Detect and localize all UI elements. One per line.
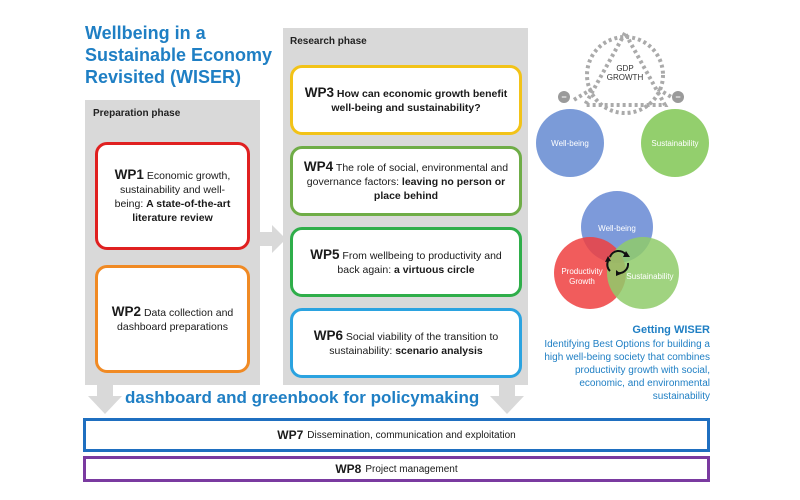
gdp-triangle <box>581 28 669 107</box>
wp1-id: WP1 <box>114 166 144 182</box>
wp8-text: Project management <box>365 463 458 475</box>
preparation-phase-label: Preparation phase <box>93 108 181 119</box>
wp1-bold-text: A state-of-the-art literature review <box>132 197 231 224</box>
wp2-text: Data collection and dashboard preparatio… <box>117 306 234 333</box>
sustainability-circle-label: Sustainability <box>651 139 698 148</box>
gdp-label-line2: GROWTH <box>607 73 644 82</box>
wp3-bold-text: How can economic growth benefit well-bei… <box>331 87 508 114</box>
phase-transition-arrow <box>258 225 286 253</box>
minus-badge-right <box>672 91 684 103</box>
gdp-circle <box>585 35 665 115</box>
wp4-text: The role of social, environmental and go… <box>306 161 509 188</box>
wp7-bar: WP7 Dissemination, communication and exp… <box>83 418 710 452</box>
dashboard-text: dashboard and greenbook for policymaking <box>125 388 480 407</box>
wp1-text: Economic growth, sustainability and well… <box>114 169 231 210</box>
wp5-text: From wellbeing to productivity and back … <box>337 249 502 276</box>
research-down-arrow <box>490 384 524 414</box>
wp7-text: Dissemination, communication and exploit… <box>307 429 516 441</box>
sustainability-circle <box>641 109 709 177</box>
wp3-id: WP3 <box>304 84 334 100</box>
minus-left: − <box>561 92 566 102</box>
wp5-box: WP5 From wellbeing to productivity and b… <box>290 227 522 297</box>
wp2-box: WP2 Data collection and dashboard prepar… <box>95 265 250 373</box>
wp4-id: WP4 <box>303 158 334 174</box>
getting-wiser-title: Getting WISER <box>632 324 710 336</box>
wp6-box: WP6 Social viability of the transition t… <box>290 308 522 378</box>
wellbeing-circle <box>536 109 604 177</box>
main-title: Wellbeing in a Sustainable Economy Revis… <box>85 23 273 87</box>
wp4-bold-text: leaving no person or place behind <box>373 175 506 202</box>
wp6-bold-text: scenario analysis <box>395 344 483 357</box>
venn-productivity-label-line2: Growth <box>569 277 595 286</box>
venn-wellbeing-label: Well-being <box>598 224 636 233</box>
venn-productivity-label-line1: Productivity <box>561 267 602 276</box>
venn-productivity <box>554 237 626 309</box>
wp8-bar: WP8 Project management <box>83 456 710 482</box>
minus-right: − <box>675 92 680 102</box>
research-phase-label: Research phase <box>290 36 367 47</box>
wp7-id: WP7 <box>277 428 304 442</box>
wp4-box: WP4 The role of social, environmental an… <box>290 146 522 216</box>
wp3-box: WP3 How can economic growth benefit well… <box>290 65 522 135</box>
wellbeing-diagram: GDP GROWTH − − Well-being Sustainability… <box>536 28 709 309</box>
wp6-id: WP6 <box>313 327 343 343</box>
getting-wiser-description: Identifying Best Options for building a … <box>544 339 710 402</box>
wp6-text: Social viability of the transition to su… <box>329 330 499 357</box>
preparation-down-arrow <box>88 384 122 414</box>
wellbeing-circle-label: Well-being <box>551 139 589 148</box>
wp5-bold-text: a virtuous circle <box>394 263 475 276</box>
wp1-box: WP1 Economic growth, sustainability and … <box>95 142 250 250</box>
wp2-id: WP2 <box>111 303 142 319</box>
venn-sustainability-label: Sustainability <box>626 272 673 281</box>
gdp-label-line1: GDP <box>616 64 633 73</box>
minus-badge-left <box>558 91 570 103</box>
wp8-id: WP8 <box>335 462 362 476</box>
wp5-id: WP5 <box>310 246 340 262</box>
